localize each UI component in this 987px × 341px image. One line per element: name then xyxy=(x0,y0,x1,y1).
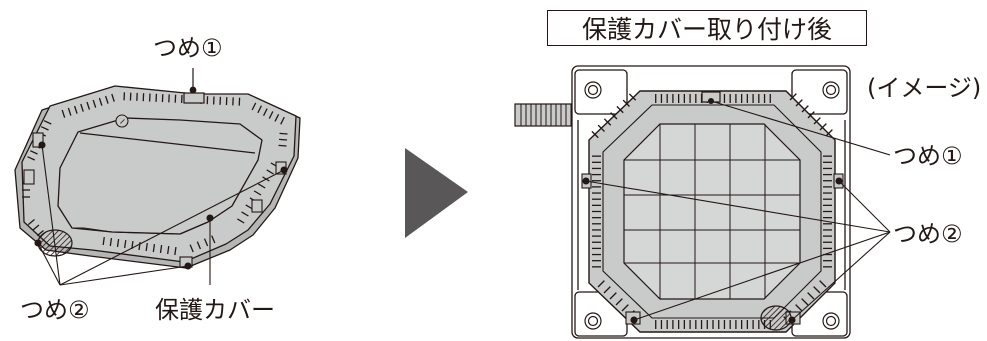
installed-claw-2-leader-lines xyxy=(582,177,891,324)
slot-line xyxy=(36,229,44,237)
slot-line xyxy=(203,238,209,247)
slot-line xyxy=(27,218,35,226)
slot-line xyxy=(61,109,66,118)
slot-line xyxy=(27,156,36,161)
slot-line xyxy=(801,298,809,306)
slot-line xyxy=(813,117,821,125)
slot-line xyxy=(111,93,115,102)
slot-line xyxy=(268,111,274,119)
slot-line xyxy=(266,169,274,175)
slot-line xyxy=(251,102,257,111)
slot-line xyxy=(616,105,624,114)
slot-line xyxy=(819,280,827,288)
slot-line xyxy=(32,224,40,231)
image-note-label: (イメージ) xyxy=(867,74,982,102)
slot-line xyxy=(825,129,833,137)
slot-line xyxy=(278,138,288,141)
slot-line xyxy=(622,99,630,107)
slot-line xyxy=(67,107,72,116)
slot-line xyxy=(597,280,605,288)
slot-line xyxy=(795,99,803,107)
cover-vent-slots xyxy=(22,92,288,256)
cover-side-tabs xyxy=(23,132,287,268)
slot-line xyxy=(801,105,809,113)
slot-line xyxy=(102,236,105,246)
slot-line xyxy=(603,118,612,126)
slot-line xyxy=(40,126,49,131)
right-claw-2-label: つめ② xyxy=(893,220,963,248)
slot-line xyxy=(253,190,262,196)
slot-line xyxy=(258,183,266,189)
slot-line xyxy=(597,124,605,132)
slot-line xyxy=(603,286,611,294)
slot-line xyxy=(807,111,815,119)
slot-line xyxy=(92,99,97,108)
left-claw-2-label: つめ② xyxy=(20,296,90,324)
slot-line xyxy=(795,304,803,312)
after-install-title: 保護カバー取り付け後 xyxy=(547,10,867,46)
slot-line xyxy=(621,304,629,312)
slot-line xyxy=(98,97,103,106)
slot-line xyxy=(174,246,177,256)
slot-line xyxy=(189,244,194,253)
slot-line xyxy=(73,105,78,114)
housing-screws xyxy=(584,81,840,330)
slot-line xyxy=(86,101,91,110)
slot-line xyxy=(610,112,618,120)
slot-line xyxy=(615,298,623,306)
slot-line xyxy=(145,242,148,252)
slot-line xyxy=(819,123,827,131)
slot-line xyxy=(196,241,201,250)
slot-line xyxy=(104,95,109,104)
slot-line xyxy=(609,292,617,300)
right-claw-1-label: つめ① xyxy=(893,142,963,170)
slot-line xyxy=(152,243,156,253)
slot-line xyxy=(813,286,821,294)
slot-line xyxy=(789,93,797,101)
slot-line xyxy=(159,244,163,254)
slot-line xyxy=(274,113,280,122)
slot-line xyxy=(279,132,288,135)
slot-line xyxy=(29,150,38,155)
installed-claw-1 xyxy=(701,91,891,156)
claw-2-leader-lines xyxy=(34,141,288,286)
claw-1-marker xyxy=(183,68,205,104)
cover-inner-panel xyxy=(57,117,263,235)
slot-line xyxy=(43,120,52,125)
left-cover-label: 保護カバー xyxy=(155,296,275,324)
slot-line xyxy=(280,116,285,125)
slot-line xyxy=(237,218,245,224)
cover-leader-line xyxy=(206,214,214,285)
slot-line xyxy=(80,103,84,112)
installed-hatched-plug xyxy=(760,305,792,331)
slot-line xyxy=(278,144,287,147)
slot-line xyxy=(167,245,170,255)
slot-line xyxy=(628,93,637,101)
slot-line xyxy=(109,237,113,247)
slot-line xyxy=(807,292,815,300)
slot-line xyxy=(262,108,268,117)
slot-line xyxy=(211,235,216,244)
direction-arrow-icon xyxy=(405,148,468,238)
left-claw-1-label: つめ① xyxy=(153,34,223,62)
slot-line xyxy=(116,238,120,248)
slot-line xyxy=(241,211,249,217)
filter-grid-panel xyxy=(623,123,801,300)
slot-line xyxy=(257,105,263,114)
slot-line xyxy=(591,130,599,139)
slot-line xyxy=(124,239,127,249)
